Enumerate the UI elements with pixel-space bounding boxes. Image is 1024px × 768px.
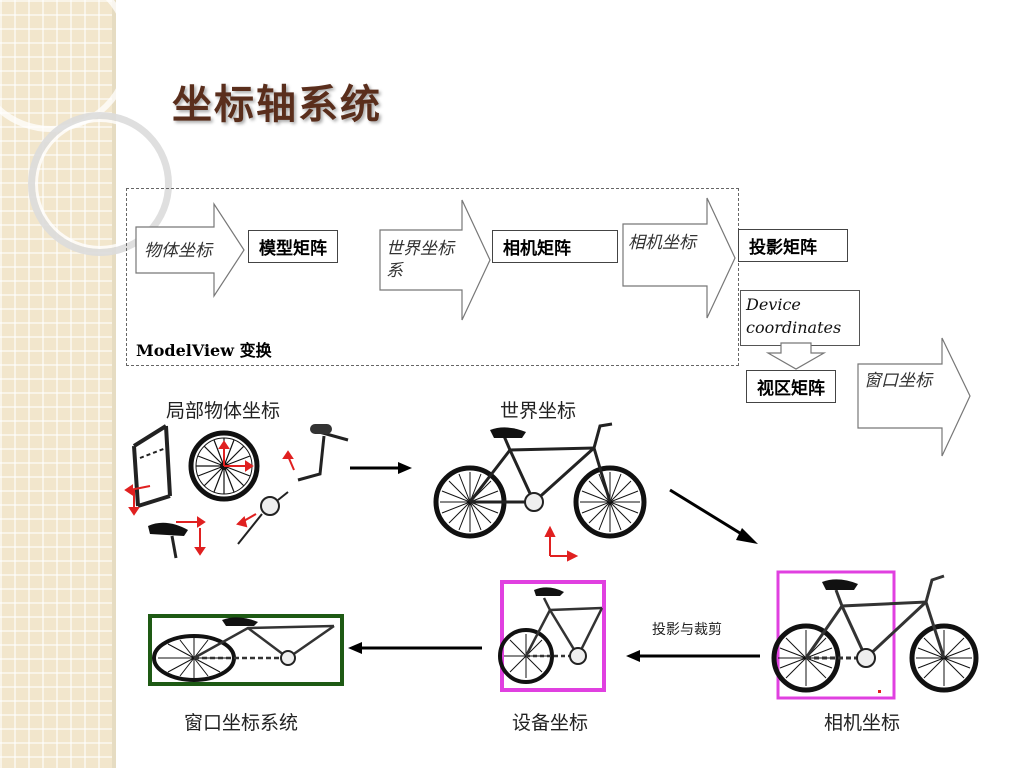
handlebar-part [297,428,349,482]
camera-bicycle-crank [856,648,876,668]
decorative-ring-middle [28,112,172,256]
window-view-frame [148,614,344,686]
bicycle-parts-illustration [124,424,349,559]
device-view-frame [500,580,606,692]
world-axes-icon [544,525,579,562]
bicycle-frame [468,422,613,505]
caption-local-object-coords: 局部物体坐标 [166,400,281,422]
arrow-left-icon [626,650,760,662]
bicycle-crank [524,492,544,512]
bicycle-seat [490,427,526,438]
window-bicycle-frame [193,624,335,660]
arrow-camera-coords [622,197,736,319]
camera-view-frame [776,570,896,700]
device-bicycle-frame [524,597,604,659]
modelview-region [126,188,739,366]
caption-world-coords: 世界坐标 [500,400,577,422]
camera-coords-label: 相机坐标 [628,233,696,253]
caption-device-coords: 设备坐标 [512,712,589,734]
arrow-window-coords [857,337,971,457]
device-coords-line1: Device [746,295,801,314]
arrow-diagonal-icon [669,488,758,544]
window-bicycle-illustration [148,614,344,686]
arrow-left-icon [348,642,482,654]
device-bicycle-seat [534,587,564,596]
caption-projection-clip: 投影与裁剪 [652,622,722,638]
page-title: 坐标轴系统 [172,82,382,128]
window-bicycle-crank [280,650,296,666]
camera-bicycle-seat [822,579,858,590]
world-bicycle-illustration [433,422,647,539]
device-coords-box: Device coordinates [740,290,860,346]
down-arrow-icon [765,342,827,370]
arrow-world-coords [379,199,491,321]
arrow-right-icon [350,462,412,474]
object-coords-label: 物体坐标 [144,241,212,261]
device-coords-line2: coordinates [746,318,842,337]
camera-bicycle-illustration [771,570,979,700]
camera-matrix-box: 相机矩阵 [492,230,618,263]
arrow-object-coords [135,201,245,299]
caption-window-coord-system: 窗口坐标系统 [184,712,299,734]
local-axes [124,440,295,556]
world-coords-label: 世界坐标系 [386,239,454,281]
window-coords-label: 窗口坐标 [864,371,932,391]
seat-part [148,522,188,559]
camera-red-dot [878,690,881,693]
frame-part [132,424,172,508]
model-matrix-box: 模型矩阵 [248,230,338,263]
sidebar-divider [112,0,116,768]
device-bicycle-crank [569,647,587,665]
viewport-matrix-box: 视区矩阵 [746,370,836,403]
caption-camera-coords: 相机坐标 [824,712,901,734]
window-bicycle-seat [222,617,258,626]
device-bicycle-illustration [498,580,606,692]
grip-part [310,424,332,434]
projection-matrix-box: 投影矩阵 [738,229,848,262]
crank-part [237,491,289,545]
modelview-label: ModelView 变换 [136,341,272,360]
